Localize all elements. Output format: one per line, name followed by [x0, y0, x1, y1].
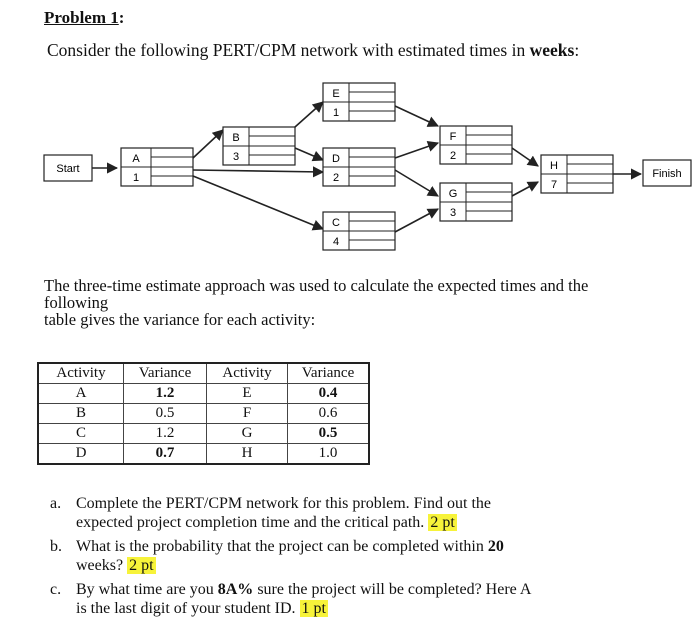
edge-f-h	[511, 147, 539, 167]
variance-intro-paragraph: The three-time estimate approach was use…	[44, 277, 669, 328]
start-label: Start	[56, 163, 79, 175]
cell-activity: C	[37, 423, 124, 444]
question-a: a. Complete the PERT/CPM network for thi…	[50, 494, 650, 534]
node-a: A 1	[120, 147, 194, 187]
intro-text: Consider the following PERT/CPM network …	[47, 40, 579, 61]
cell-activity: G	[206, 423, 288, 444]
question-b: b. What is the probability that the proj…	[50, 537, 650, 577]
paragraph-line-3: table gives the variance for each activi…	[44, 310, 316, 329]
question-c-marker: c.	[50, 581, 62, 598]
node-a-time: 1	[133, 172, 139, 184]
node-b: B 3	[222, 126, 296, 166]
question-b-line-1: What is the probability that the project…	[76, 538, 488, 555]
intro-bold: weeks	[529, 40, 575, 60]
question-a-line-1: Complete the PERT/CPM network for this p…	[76, 495, 492, 512]
node-g-label: G	[449, 188, 458, 200]
node-f-label: F	[450, 131, 457, 143]
edge-d-f	[394, 141, 440, 159]
question-c-line-1-prefix: By what time are you	[76, 581, 218, 598]
edge-c-g	[394, 208, 439, 233]
pert-network-diagram: Start Finish A 1 B 3 E 1 D	[43, 82, 692, 251]
cell-activity: B	[37, 403, 124, 424]
node-h-label: H	[550, 160, 558, 172]
node-a-label: A	[132, 153, 140, 165]
node-b-time: 3	[233, 151, 239, 163]
edge-b-e	[294, 101, 324, 128]
cell-variance: 0.6	[287, 403, 370, 424]
node-c-label: C	[332, 217, 340, 229]
cell-activity: A	[37, 383, 124, 404]
node-g-time: 3	[450, 207, 456, 219]
node-d: D 2	[322, 147, 396, 187]
header-activity-2: Activity	[206, 362, 288, 384]
cell-variance: 1.2	[123, 383, 207, 404]
node-c-time: 4	[333, 236, 339, 248]
node-d-label: D	[332, 153, 340, 165]
question-c-line-1-suffix: sure the project will be completed? Here…	[253, 581, 532, 598]
table-row: A 1.2 E 0.4	[37, 383, 370, 404]
question-b-points: 2 pt	[127, 557, 156, 574]
edge-a-b	[192, 129, 224, 159]
question-c-points: 1 pt	[299, 600, 328, 617]
cell-variance: 0.5	[287, 423, 370, 444]
cell-variance: 1.2	[123, 423, 207, 444]
node-b-label: B	[232, 132, 239, 144]
node-e-label: E	[332, 88, 339, 100]
table-row: B 0.5 F 0.6	[37, 403, 370, 424]
edge-a-d	[192, 166, 325, 178]
cell-activity: H	[206, 443, 288, 465]
edge-b-d	[294, 147, 325, 162]
question-a-marker: a.	[50, 495, 62, 512]
cell-variance: 0.5	[123, 403, 207, 424]
finish-label: Finish	[652, 168, 681, 180]
node-h-time: 7	[551, 179, 557, 191]
variance-table: Activity Variance Activity Variance A 1.…	[37, 362, 370, 465]
node-h: H 7	[540, 154, 614, 194]
paragraph-line-1: The three-time estimate approach was use…	[44, 276, 589, 295]
node-d-time: 2	[333, 172, 339, 184]
cell-activity: D	[37, 443, 124, 465]
cell-variance: 0.4	[287, 383, 370, 404]
table-row: C 1.2 G 0.5	[37, 423, 370, 444]
edge-a-c	[192, 175, 325, 231]
question-a-line-2: expected project completion time and the…	[76, 514, 425, 531]
edge-g-h	[511, 181, 539, 197]
paragraph-line-2: following	[44, 293, 109, 312]
cell-activity: F	[206, 403, 288, 424]
question-a-points: 2 pt	[428, 514, 457, 531]
problem-colon: :	[118, 8, 125, 27]
header-activity-1: Activity	[37, 362, 124, 384]
question-b-line-2: weeks?	[76, 557, 124, 574]
cell-variance: 0.7	[123, 443, 207, 465]
edge-d-g	[394, 169, 439, 197]
cell-activity: E	[206, 383, 288, 404]
question-c-bold: 8A%	[217, 581, 254, 598]
node-c: C 4	[322, 211, 396, 251]
table-row: D 0.7 H 1.0	[37, 443, 370, 465]
edge-e-f	[394, 105, 440, 127]
node-e-time: 1	[333, 107, 339, 119]
node-e: E 1	[322, 82, 396, 122]
cell-variance: 1.0	[287, 443, 370, 465]
question-b-marker: b.	[50, 538, 62, 555]
problem-label: Problem 1	[44, 8, 119, 27]
header-variance-1: Variance	[123, 362, 207, 384]
header-variance-2: Variance	[287, 362, 370, 384]
question-b-bold: 20	[487, 538, 504, 555]
problem-title: Problem 1:	[44, 8, 124, 28]
question-c: c. By what time are you 8A% sure the pro…	[50, 580, 650, 620]
intro-prefix: Consider the following PERT/CPM network …	[47, 40, 530, 60]
table-header-row: Activity Variance Activity Variance	[37, 362, 370, 384]
node-g: G 3	[439, 182, 513, 222]
finish-box	[642, 159, 692, 187]
question-c-line-2: is the last digit of your student ID.	[76, 600, 296, 617]
intro-suffix: :	[574, 40, 580, 60]
node-f: F 2	[439, 125, 513, 165]
node-f-time: 2	[450, 150, 456, 162]
start-box	[43, 154, 93, 182]
